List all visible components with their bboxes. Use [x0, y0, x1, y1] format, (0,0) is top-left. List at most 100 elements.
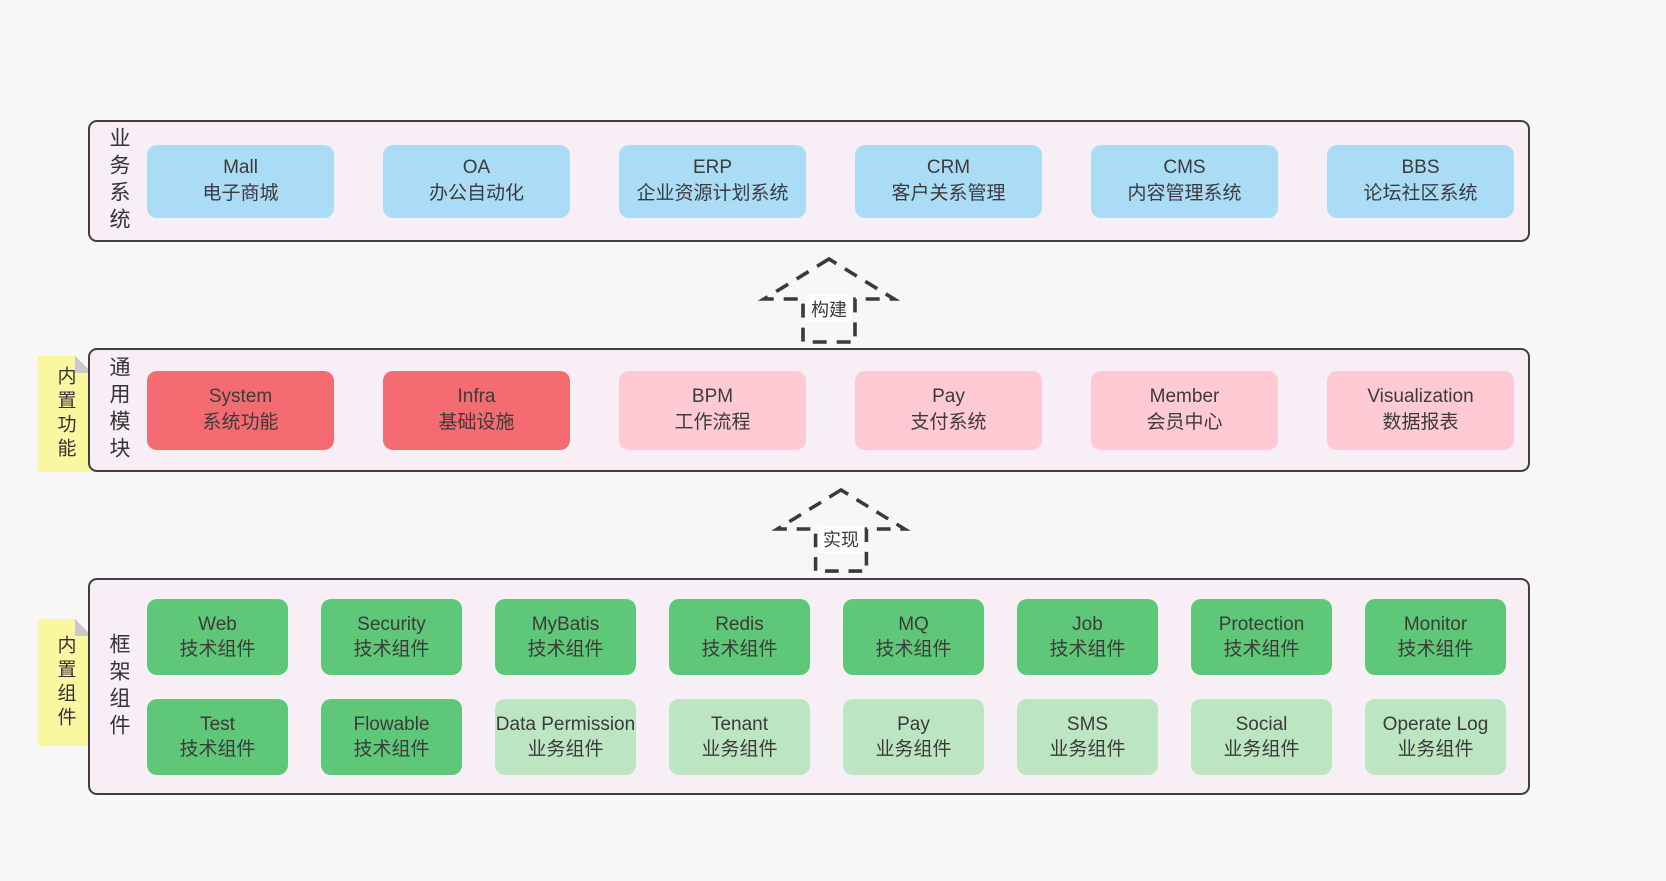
- arrow-label: 实现: [818, 524, 864, 553]
- node-bpm: BPM 工作流程: [619, 370, 806, 450]
- node-subtitle: 技术组件: [1397, 638, 1474, 660]
- node-redis: Redis 技术组件: [669, 598, 810, 675]
- folded-corner-icon: [75, 619, 92, 636]
- node-title: MQ: [898, 613, 929, 635]
- band-row: Test 技术组件 Flowable 技术组件 Data Permission 业务组…: [147, 698, 1518, 775]
- node-mall: Mall 电子商城: [147, 144, 334, 218]
- band-row: Mall 电子商城 OA 办公自动化 ERP 企业资源计划系统 CRM 客户关系管理 C…: [147, 144, 1518, 218]
- node-title: BPM: [691, 386, 734, 407]
- node-subtitle: 会员中心: [1146, 412, 1223, 433]
- band-row: Web 技术组件 Security 技术组件 MyBatis 技术组件 Redis 技术…: [147, 598, 1518, 675]
- band-framework-components: 框架组件 Web 技术组件 Security 技术组件 MyBatis 技术组件 Re…: [88, 578, 1530, 795]
- node-security: Security 技术组件: [321, 598, 462, 675]
- node-subtitle: 工作流程: [674, 412, 751, 433]
- node-monitor: Monitor 技术组件: [1365, 598, 1506, 675]
- node-title: Redis: [715, 613, 764, 635]
- node-subtitle: 业务组件: [1049, 738, 1126, 760]
- band-label: 框架组件: [107, 632, 130, 741]
- node-title: Member: [1149, 386, 1220, 407]
- node-subtitle: 技术组件: [1049, 638, 1126, 660]
- node-subtitle: 数据报表: [1382, 412, 1459, 433]
- node-erp: ERP 企业资源计划系统: [619, 144, 806, 218]
- arrow-implement: 实现: [768, 486, 914, 574]
- node-subtitle: 客户关系管理: [891, 183, 1006, 204]
- node-subtitle: 业务组件: [1223, 738, 1300, 760]
- node-subtitle: 业务组件: [875, 738, 952, 760]
- node-title: Pay: [932, 386, 965, 407]
- node-tenant: Tenant 业务组件: [669, 698, 810, 775]
- node-pay-business: Pay 业务组件: [843, 698, 984, 775]
- node-title: Social: [1235, 713, 1288, 735]
- band-label: 通用模块: [107, 356, 130, 464]
- node-subtitle: 基础设施: [438, 412, 515, 433]
- node-title: ERP: [692, 157, 733, 178]
- node-title: OA: [462, 157, 491, 178]
- sticky-note-label: 内置功能: [54, 366, 76, 462]
- node-title: Web: [198, 613, 237, 635]
- node-subtitle: 企业资源计划系统: [636, 183, 789, 204]
- node-subtitle: 技术组件: [875, 638, 952, 660]
- node-subtitle: 支付系统: [910, 412, 987, 433]
- node-title: BBS: [1401, 157, 1440, 178]
- node-social: Social 业务组件: [1191, 698, 1332, 775]
- node-title: Visualization: [1367, 386, 1474, 407]
- node-visualization: Visualization 数据报表: [1327, 370, 1514, 450]
- node-protection: Protection 技术组件: [1191, 598, 1332, 675]
- node-title: Flowable: [353, 713, 430, 735]
- node-title: Protection: [1218, 613, 1305, 635]
- node-title: Mall: [223, 157, 258, 178]
- dashed-up-arrow-icon: [771, 487, 911, 573]
- node-title: Infra: [457, 386, 496, 407]
- node-data-permission: Data Permission 业务组件: [495, 698, 636, 775]
- node-title: Test: [200, 713, 235, 735]
- node-subtitle: 技术组件: [353, 738, 430, 760]
- node-subtitle: 技术组件: [1223, 638, 1300, 660]
- node-title: System: [208, 386, 273, 407]
- arrow-label: 构建: [806, 294, 852, 323]
- node-subtitle: 电子商城: [202, 183, 279, 204]
- node-job: Job 技术组件: [1017, 598, 1158, 675]
- node-subtitle: 办公自动化: [428, 183, 524, 204]
- node-title: CMS: [1163, 157, 1206, 178]
- node-title: Security: [357, 613, 426, 635]
- node-infra: Infra 基础设施: [383, 370, 570, 450]
- folded-corner-icon: [75, 356, 92, 373]
- node-subtitle: 技术组件: [701, 638, 778, 660]
- node-subtitle: 技术组件: [527, 638, 604, 660]
- node-subtitle: 技术组件: [353, 638, 430, 660]
- node-mq: MQ 技术组件: [843, 598, 984, 675]
- node-title: Tenant: [710, 713, 769, 735]
- node-pay: Pay 支付系统: [855, 370, 1042, 450]
- node-title: CRM: [926, 157, 971, 178]
- sticky-note-label: 内置组件: [54, 634, 76, 731]
- node-subtitle: 业务组件: [527, 738, 604, 760]
- sticky-note-built-in-features: 内置功能: [38, 356, 92, 472]
- node-title: Data Permission: [495, 713, 636, 735]
- node-web: Web 技术组件: [147, 598, 288, 675]
- node-crm: CRM 客户关系管理: [855, 144, 1042, 218]
- node-subtitle: 技术组件: [179, 738, 256, 760]
- arrow-build: 构建: [756, 255, 902, 345]
- node-title: Job: [1072, 613, 1103, 635]
- node-title: Monitor: [1403, 613, 1468, 635]
- node-subtitle: 业务组件: [701, 738, 778, 760]
- node-title: Pay: [897, 713, 930, 735]
- node-member: Member 会员中心: [1091, 370, 1278, 450]
- node-subtitle: 技术组件: [179, 638, 256, 660]
- node-title: Operate Log: [1382, 713, 1489, 735]
- node-title: MyBatis: [531, 613, 600, 635]
- node-test: Test 技术组件: [147, 698, 288, 775]
- sticky-note-built-in-components: 内置组件: [38, 619, 92, 746]
- node-oa: OA 办公自动化: [383, 144, 570, 218]
- node-mybatis: MyBatis 技术组件: [495, 598, 636, 675]
- node-flowable: Flowable 技术组件: [321, 698, 462, 775]
